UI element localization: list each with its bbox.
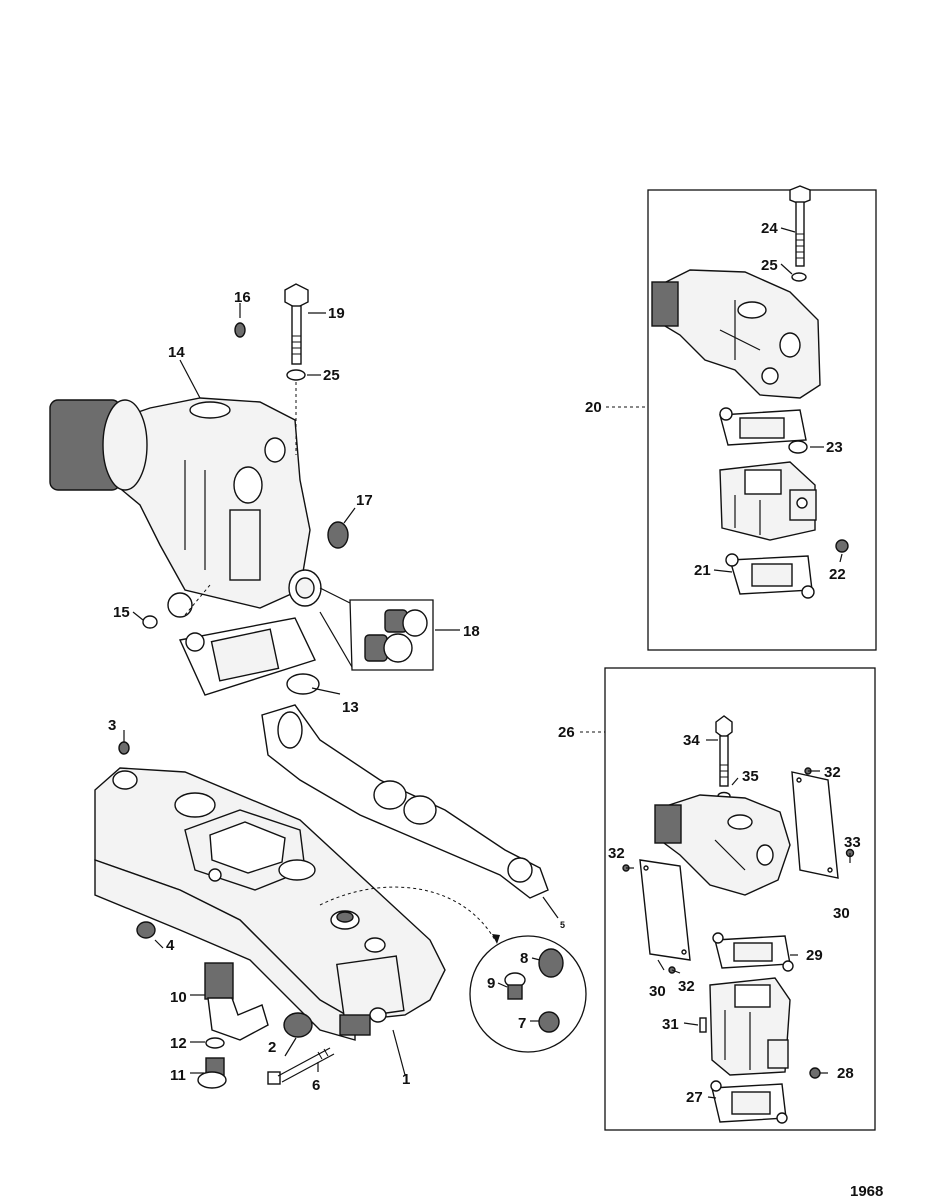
callout-17: 17 bbox=[356, 492, 373, 509]
callout-15: 15 bbox=[113, 604, 130, 621]
fittings-box-18 bbox=[319, 587, 434, 671]
plug-3 bbox=[118, 741, 130, 755]
exhaust-manifold-1 bbox=[94, 767, 446, 1041]
fitting-17 bbox=[327, 521, 349, 549]
leader-lines bbox=[123, 227, 843, 1099]
detail-circle-plugs bbox=[469, 935, 587, 1053]
callout-30-left: 30 bbox=[649, 983, 666, 1000]
plug-28 bbox=[809, 1067, 821, 1079]
plug-16 bbox=[234, 322, 246, 338]
callout-19: 19 bbox=[328, 305, 345, 322]
callout-2: 2 bbox=[268, 1039, 276, 1056]
callout-1: 1 bbox=[402, 1071, 410, 1088]
callout-25: 25 bbox=[323, 367, 340, 384]
callout-13: 13 bbox=[342, 699, 359, 716]
manifold-gasket-5 bbox=[261, 704, 549, 899]
elbow-assembly-inset-20 bbox=[651, 269, 821, 399]
riser-block-inset-20 bbox=[719, 461, 817, 541]
inset-box-20 bbox=[647, 185, 877, 651]
screw-32-top bbox=[804, 767, 818, 775]
callout-18: 18 bbox=[463, 623, 480, 640]
callout-23: 23 bbox=[826, 439, 843, 456]
plug-15 bbox=[142, 615, 158, 629]
callout-14: 14 bbox=[168, 344, 185, 361]
washer-25 bbox=[286, 369, 306, 381]
callout-labels: 1 2 3 4 5 6 7 8 9 10 11 12 13 14 15 16 1… bbox=[108, 220, 883, 1200]
gasket-23 bbox=[719, 407, 808, 454]
gasket-13 bbox=[167, 592, 320, 696]
callout-24: 24 bbox=[761, 220, 778, 237]
callout-30-right: 30 bbox=[833, 905, 850, 922]
callout-26: 26 bbox=[558, 724, 575, 741]
gasket-29 bbox=[712, 932, 794, 972]
callout-28: 28 bbox=[837, 1065, 854, 1082]
callout-35: 35 bbox=[742, 768, 759, 785]
callout-33: 33 bbox=[844, 834, 861, 851]
callout-21: 21 bbox=[694, 562, 711, 579]
callout-29: 29 bbox=[806, 947, 823, 964]
gasket-21 bbox=[725, 553, 815, 599]
callout-27: 27 bbox=[686, 1089, 703, 1106]
callout-31: 31 bbox=[662, 1016, 679, 1033]
drain-plug-11 bbox=[197, 1057, 227, 1089]
screw-32-left bbox=[622, 864, 634, 872]
elbow-assembly-inset-26 bbox=[654, 794, 791, 896]
callout-34: 34 bbox=[683, 732, 700, 749]
cover-plate-30-right bbox=[791, 771, 839, 879]
callout-25-inset: 25 bbox=[761, 257, 778, 274]
callout-9: 9 bbox=[487, 975, 495, 992]
bolt-6 bbox=[267, 1047, 335, 1085]
callout-16: 16 bbox=[234, 289, 251, 306]
o-ring-12 bbox=[205, 1037, 225, 1049]
callout-12: 12 bbox=[170, 1035, 187, 1052]
screw-33 bbox=[845, 848, 855, 863]
callout-3: 3 bbox=[108, 717, 116, 734]
gasket-27 bbox=[710, 1080, 788, 1124]
callout-22: 22 bbox=[829, 566, 846, 583]
callout-10: 10 bbox=[170, 989, 187, 1006]
bolt-24 bbox=[789, 185, 811, 267]
callout-20: 20 bbox=[585, 399, 602, 416]
callout-11: 11 bbox=[170, 1067, 186, 1084]
bolt-31 bbox=[699, 1017, 707, 1033]
figure-id: 1968 bbox=[850, 1183, 883, 1200]
plug-22 bbox=[835, 539, 849, 553]
bolt-19 bbox=[284, 283, 309, 365]
riser-block-inset-26 bbox=[709, 977, 791, 1076]
callout-32-left: 32 bbox=[608, 845, 625, 862]
washer-25-inset bbox=[791, 272, 807, 282]
bolt-34 bbox=[715, 715, 733, 787]
screw-32-bottom bbox=[668, 966, 681, 974]
callout-32-bottom: 32 bbox=[678, 978, 695, 995]
cover-plate-30-left bbox=[639, 859, 691, 961]
callout-7: 7 bbox=[518, 1015, 526, 1032]
elbow-fitting-10 bbox=[204, 962, 269, 1041]
exhaust-elbow-14 bbox=[49, 397, 322, 609]
callout-8: 8 bbox=[520, 950, 528, 967]
plug-2 bbox=[283, 1012, 313, 1038]
plug-4 bbox=[136, 921, 156, 939]
callout-6: 6 bbox=[312, 1077, 320, 1094]
inset-box-26 bbox=[604, 667, 876, 1131]
callout-5: 5 bbox=[560, 920, 565, 930]
callout-4: 4 bbox=[166, 937, 175, 954]
callout-32-top: 32 bbox=[824, 764, 841, 781]
